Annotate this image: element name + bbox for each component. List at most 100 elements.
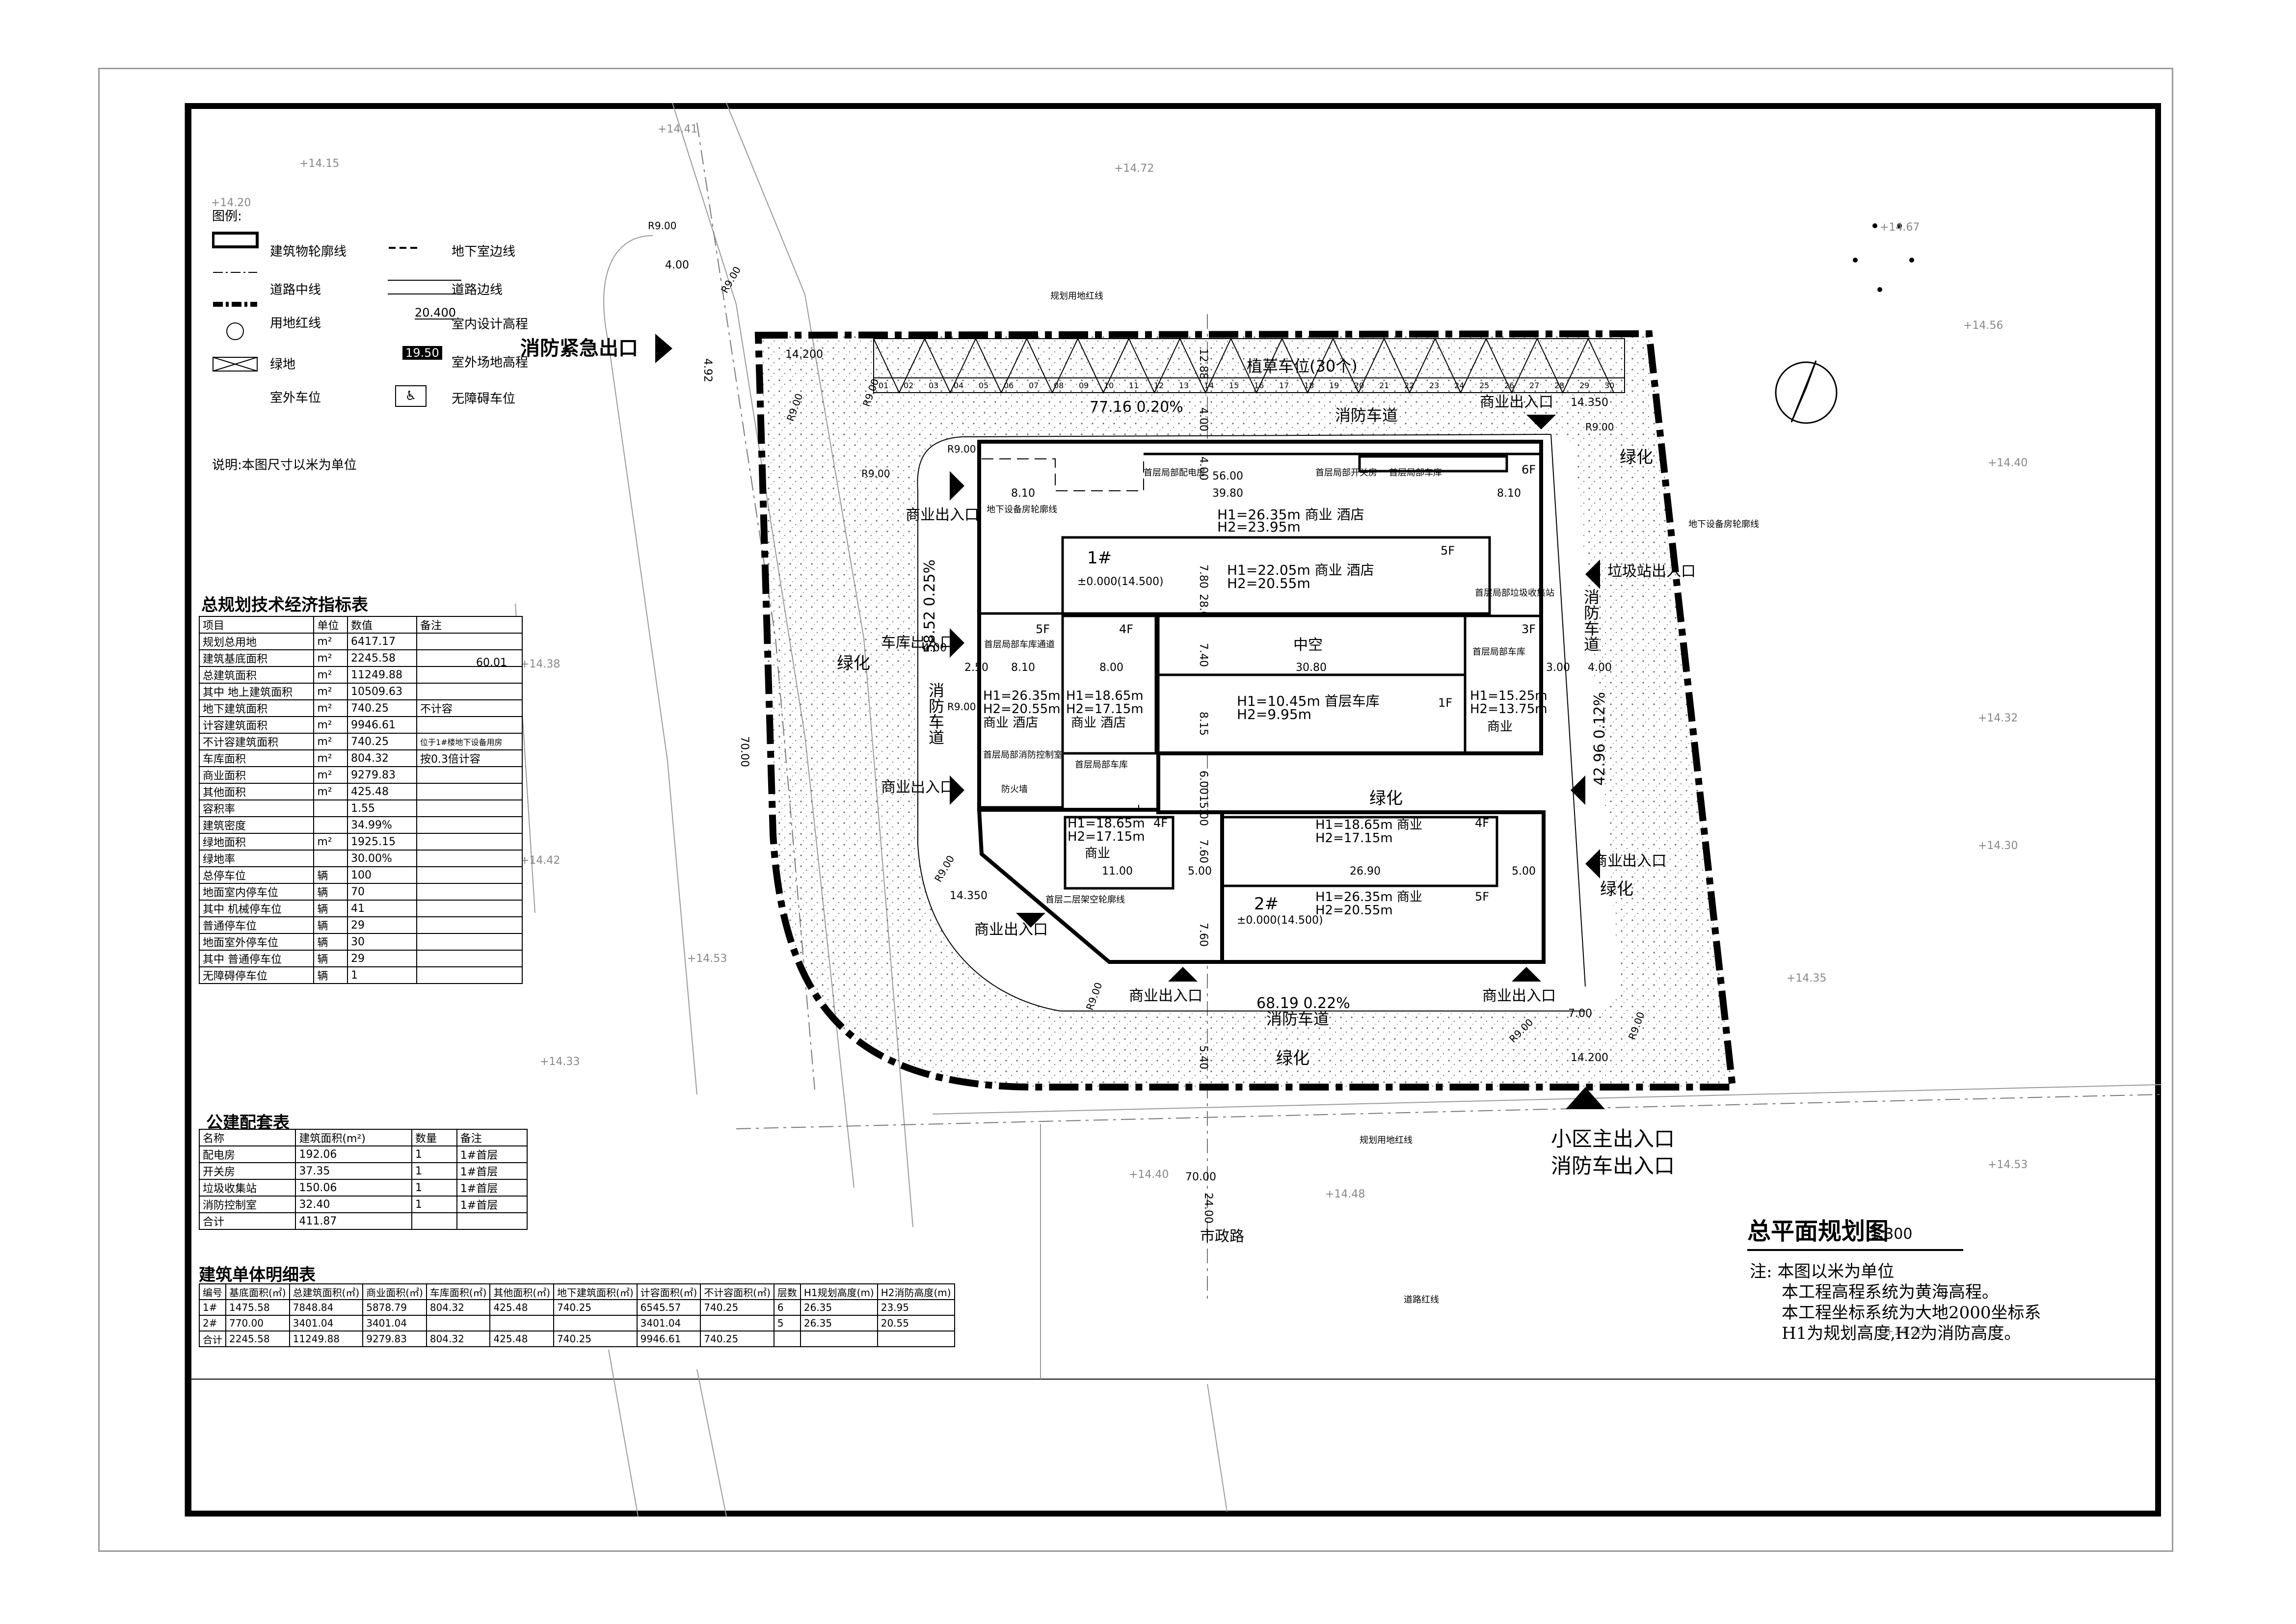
- basement-label-right: 地下设备房轮廓线: [1688, 519, 1759, 530]
- block-left2-use: 商业 酒店: [1071, 716, 1126, 730]
- room-fire-control: 首层局部消防控制室: [983, 750, 1063, 760]
- legend-outline-label: 建筑物轮廓线: [270, 244, 347, 259]
- plan-title: 总平面规划图: [1747, 1218, 1889, 1245]
- dim-4-92: 4.92: [701, 358, 714, 382]
- block-right-use: 商业: [1487, 719, 1513, 734]
- legend-roadedge-symbol: [388, 280, 461, 294]
- header-cell: 数值: [347, 616, 417, 634]
- redline-label-bottom: 规划用地红线: [1360, 1135, 1413, 1145]
- dim-7-6-a: 7.60: [1197, 839, 1209, 863]
- note-line: 本图以米为单位: [1777, 1262, 1895, 1281]
- dim-15: 15.00: [1197, 795, 1209, 826]
- redline-label-top: 规划用地红线: [1050, 291, 1103, 301]
- grass-parking-strip: [873, 337, 1625, 394]
- block-left-h1: H1=26.35m: [983, 689, 1061, 703]
- plan-scale: 1:300: [1870, 1225, 1913, 1243]
- legend-basement-label: 地下室边线: [452, 244, 516, 259]
- svg-text:+14.42: +14.42: [520, 854, 560, 867]
- room-switch: 首层局部开关房: [1315, 468, 1377, 478]
- block-garage-h2: H2=9.95m: [1237, 706, 1311, 722]
- note-line: 本工程高程系统为黄海高程。: [1782, 1282, 1999, 1302]
- floor-6f: 6F: [1522, 463, 1536, 477]
- dim-8: 8.00: [1099, 662, 1123, 674]
- block-small-h1: H1=18.65m: [1068, 816, 1145, 831]
- municipal-road-label: 市政路: [1200, 1228, 1244, 1245]
- sheet-border: [98, 68, 2173, 1552]
- title-underline: [1747, 1249, 1963, 1251]
- svg-text:+14.41: +14.41: [658, 123, 697, 135]
- dim-5-4: 5.40: [1197, 1045, 1209, 1069]
- fire-lane-bottom: 消防车道: [1266, 1010, 1330, 1028]
- building-1-label: 1#: [1087, 548, 1112, 568]
- table-header-row: 名称建筑面积(m²)数量备注: [198, 1129, 528, 1146]
- floor-1f: 1F: [1438, 696, 1453, 710]
- dim-12-88: 12.88: [1197, 348, 1209, 379]
- dim-5-a: 5.00: [1188, 865, 1212, 878]
- floor-4f-c: 4F: [1475, 816, 1490, 830]
- atrium-label: 中空: [1293, 637, 1323, 654]
- room-firewall: 防火墙: [1001, 784, 1028, 795]
- road-edge-label: 道路红线: [1404, 1295, 1439, 1305]
- dim-2-5: 2.50: [964, 662, 988, 674]
- svg-text:+14.67: +14.67: [1880, 221, 1920, 234]
- elevation-2: ±0.000(14.500): [1237, 914, 1323, 927]
- legend-accessible-label: 无障碍车位: [452, 392, 516, 406]
- detail-table-title: 建筑单体明细表: [199, 1265, 316, 1285]
- emergency-exit-label: 消防紧急出口: [520, 337, 638, 360]
- greening-bottom: 绿化: [1276, 1049, 1309, 1068]
- svg-text:+14.38: +14.38: [520, 658, 560, 670]
- dim-68-19: 68.19 0.22%: [1256, 995, 1350, 1012]
- dim-24: 24.00: [1202, 1193, 1214, 1224]
- grass-parking-label: 植草车位(30个): [1247, 357, 1358, 375]
- floor-5f-c: 5F: [1475, 890, 1490, 904]
- svg-text:+14.33: +14.33: [540, 1056, 580, 1068]
- commercial-entrance-6: 商业出入口: [1129, 987, 1202, 1005]
- dim-39-8: 39.80: [1212, 487, 1243, 500]
- header-cell: 备注: [416, 616, 523, 634]
- svg-text:+14.40: +14.40: [1988, 457, 2028, 469]
- greening-middle: 绿化: [1369, 789, 1403, 808]
- svg-text:+14.53: +14.53: [687, 953, 727, 965]
- radius-label: R9.00: [648, 220, 677, 232]
- floor-4f-a: 4F: [1119, 622, 1134, 636]
- legend-parking-label: 室外车位: [270, 391, 321, 405]
- block-mid-h2: H2=20.55m: [1227, 575, 1310, 591]
- header-cell: 单位: [313, 616, 348, 634]
- dim-70-horizontal: 70.00: [1185, 1171, 1216, 1183]
- room-overhang: 首层二层架空轮廓线: [1045, 895, 1125, 905]
- fire-entrance-label: 消防车出入口: [1551, 1154, 1675, 1178]
- drawing-frame: [186, 103, 2161, 1517]
- room-garbage: 首层局部垃圾收集站: [1475, 588, 1554, 598]
- legend-roadedge-label: 道路边线: [452, 283, 503, 297]
- fire-lane-right: 消防车道: [1581, 589, 1600, 652]
- block-small-use: 商业: [1085, 846, 1111, 861]
- notes-prefix: 注:: [1750, 1262, 1772, 1281]
- svg-text:+14.35: +14.35: [1787, 972, 1826, 985]
- block2-top-h1: H1=18.65m 商业: [1315, 818, 1422, 832]
- commercial-entrance-1: 商业出入口: [906, 506, 979, 524]
- room-garage-bottom: 首层局部车库: [1075, 760, 1128, 770]
- dim-77-16: 77.16 0.20%: [1090, 399, 1183, 416]
- block-left2-h2: H2=17.15m: [1066, 702, 1144, 717]
- main-entrance-label: 小区主出入口: [1551, 1127, 1675, 1151]
- commercial-entrance-2: 商业出入口: [881, 779, 955, 796]
- commercial-entrance-7: 商业出入口: [1482, 987, 1556, 1005]
- entrance-markers: [655, 334, 1605, 1109]
- dim-11: 11.00: [1102, 865, 1133, 878]
- radius-label: R9.00: [1585, 421, 1614, 433]
- dim-30-8: 30.80: [1296, 662, 1327, 674]
- legend-indoor-value: 20.400: [415, 306, 456, 319]
- block-left2-h1: H1=18.65m: [1066, 689, 1144, 703]
